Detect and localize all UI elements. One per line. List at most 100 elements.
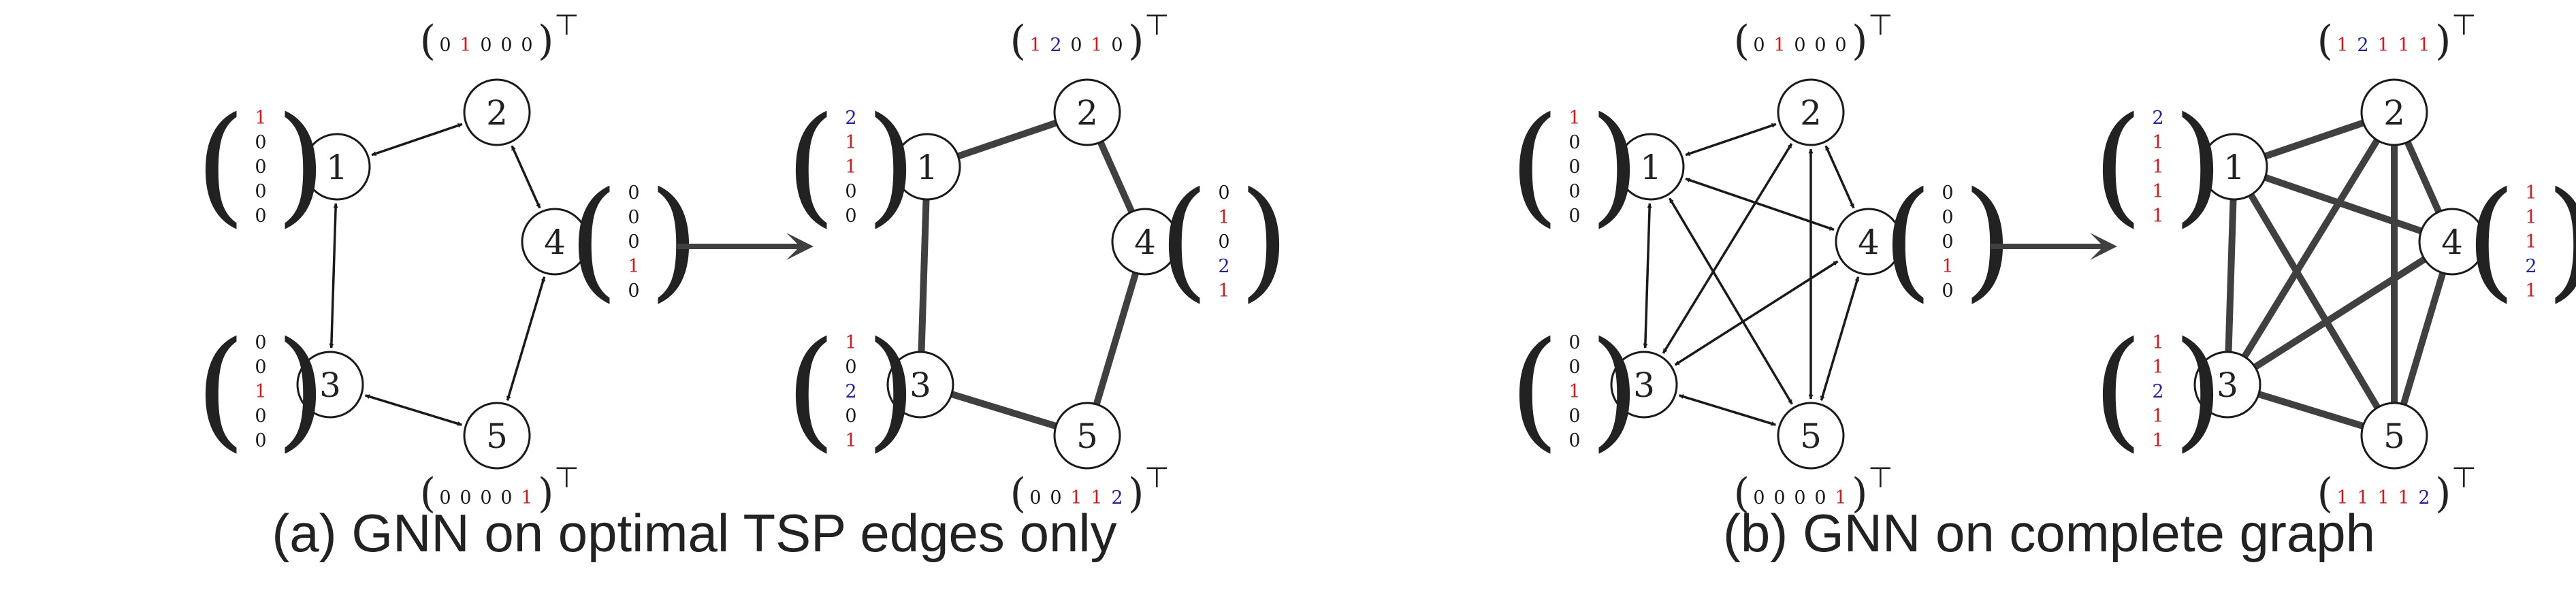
bidirectional-edge [1643, 203, 1652, 349]
panel-b-input-vector-node-4-entry: 0 [1942, 182, 1953, 204]
panel-b-output-vector-node-1-entry: 1 [2152, 132, 2163, 153]
panel-b-output-vector-node-2-entry: 1 [2377, 35, 2389, 56]
panel-a-caption: (a) GNN on optimal TSP edges only [272, 503, 1116, 563]
bidirectional-edge [1678, 394, 1777, 426]
panel-b-output-vector-node-1-right-paren: ) [2173, 89, 2223, 240]
edge [918, 199, 930, 353]
panel-b-input-vector-node-2-entry: 0 [1835, 35, 1846, 56]
panel-a-output-node-2: 2 [1053, 78, 1121, 146]
panel-b-output-vector-node-3-entry: 2 [2152, 381, 2163, 402]
panel-b-output-vector-node-1-entry: 1 [2152, 157, 2163, 178]
node-label: 3 [909, 366, 931, 405]
panel-b-transform-arrowhead [2090, 233, 2117, 260]
node-label: 2 [1800, 93, 1822, 133]
node-label: 4 [544, 223, 566, 262]
node-label: 1 [2223, 148, 2245, 187]
edge [2248, 193, 2381, 410]
panel-a-input-vector-node-4-left-paren: ( [568, 164, 619, 314]
panel-b-output-vector-node-3-entry: 1 [2152, 332, 2163, 353]
panel-a-input-vector-node-5-entry: 0 [500, 487, 512, 508]
panel-b-output-vector-node-4-entry: 1 [2525, 280, 2537, 302]
panel-b-output-vector-node-1-entry: 1 [2152, 206, 2163, 227]
panel-b-input-vector-node-4-entry: 1 [1942, 256, 1953, 277]
panel-b-input-vector-node-2-entry: 0 [1814, 35, 1826, 56]
panel-a-input-vector-node-3-entry: 0 [255, 406, 266, 427]
panel-a-input-vector-node-1-left-paren: ( [195, 89, 246, 240]
panel-b-output-vector-node-2-left-paren: ( [2317, 17, 2333, 65]
panel-b-caption: (b) GNN on complete graph [1723, 503, 2375, 563]
panel-b-output-vector-node-4-left-paren: ( [2466, 164, 2516, 314]
panel-a-input-vector-node-1-right-paren: ) [276, 89, 326, 240]
node-circle [2360, 78, 2428, 146]
panel-a-output-vector-node-4-left-paren: ( [1159, 164, 1209, 314]
panel-a-output-vector-node-5-entry: 2 [1111, 487, 1123, 508]
panel-a-input-vector-node-4-entry: 1 [628, 256, 639, 277]
panel-a-output-vector-node-1-entry: 1 [845, 132, 856, 153]
bidirectional-edge [329, 203, 338, 349]
panel-b-input-vector-node-5-right-paren: ) [1852, 470, 1867, 517]
panel-a-input-vector-node-2-entry: 0 [480, 35, 492, 56]
edge [1093, 272, 1140, 406]
panel-a-input-vector-node-2-right-paren: ) [538, 17, 553, 65]
panel-b-input-vector-node-4-right-paren: ) [1963, 164, 2013, 314]
panel-a-output-vector-node-5-entry: 1 [1091, 487, 1102, 508]
panel-a-output-vector-node-5-entry: 1 [1070, 487, 1082, 508]
panel-b-output-vector-node-5-entry: 1 [2398, 487, 2409, 508]
panel-b-output-vector-node-3-entry: 1 [2152, 430, 2163, 451]
panel-a-input-vector-node-3-entry: 1 [255, 381, 266, 402]
bidirectional-edge [1685, 123, 1777, 157]
node-circle [1610, 351, 1678, 419]
panel-b-input-vector-node-1-entry: 0 [1568, 157, 1580, 178]
panel-b-input-vector-node-1-entry: 0 [1568, 132, 1580, 153]
node-label: 3 [1633, 366, 1655, 405]
panel-b-input-vector-node-4-entry: 0 [1942, 207, 1953, 228]
panel-a-input-vector-node-4-entry: 0 [628, 207, 639, 228]
panel-b-input-node-4: 4 [1835, 208, 1903, 276]
panel-a-output-vector-node-5-transpose-symbol: ⊤ [1144, 461, 1170, 494]
panel-b-input-vector-node-4-left-paren: ( [1882, 164, 1933, 314]
panel-b-output-vector-node-2-transpose-symbol: ⊤ [2451, 8, 2477, 42]
panel-a-output-vector-node-3-entry: 1 [845, 430, 856, 451]
panel-b-output-graph: 12345(21111)(11211)(11121)(12111)⊤(11112… [2093, 8, 2576, 517]
panel-a-output-vector-node-1-entry: 1 [845, 157, 856, 178]
panel-b-output-vector-node-5-entry: 1 [2336, 487, 2348, 508]
panel-a-input-node-5: 5 [463, 402, 531, 470]
panel-b-output-vector-node-5-right-paren: ) [2435, 470, 2451, 517]
panel-a-input-vector-node-1-entry: 0 [255, 132, 266, 153]
node-label: 4 [2441, 223, 2463, 262]
panel-a-output-vector-node-1-left-paren: ( [786, 89, 836, 240]
panel-b-input-vector-node-5-entry: 0 [1814, 487, 1826, 508]
panel-a-output-node-3: 3 [886, 351, 954, 419]
panel-b-input-vector-node-3-entry: 0 [1568, 357, 1580, 378]
panel-a-output-vector-node-2-entry: 0 [1070, 35, 1082, 56]
panel-b-input-vector-node-3-entry: 0 [1568, 332, 1580, 353]
panel-a-output-vector-node-2-entry: 1 [1029, 35, 1041, 56]
panel-a-output-vector-node-1-entry: 0 [845, 206, 856, 227]
panel-b-output-vector-node-2-entry: 1 [2336, 35, 2348, 56]
panel-b-input-vector-node-5-transpose-symbol: ⊤ [1868, 461, 1893, 494]
panel-a-input-vector-node-2-entry: 0 [439, 35, 451, 56]
panel-a-output-vector-node-4-entry: 1 [1218, 280, 1229, 302]
panel-a-input-vector-node-5-entry: 0 [460, 487, 471, 508]
node-circle [2360, 402, 2428, 470]
node-label: 2 [2383, 93, 2405, 133]
panel-b-output-node-3: 3 [2193, 351, 2261, 419]
panel-a-input-node-2: 2 [463, 78, 531, 146]
panel-b-input-vector-node-2-entry: 0 [1753, 35, 1765, 56]
panel-a-output-vector-node-5-right-paren: ) [1128, 470, 1144, 517]
